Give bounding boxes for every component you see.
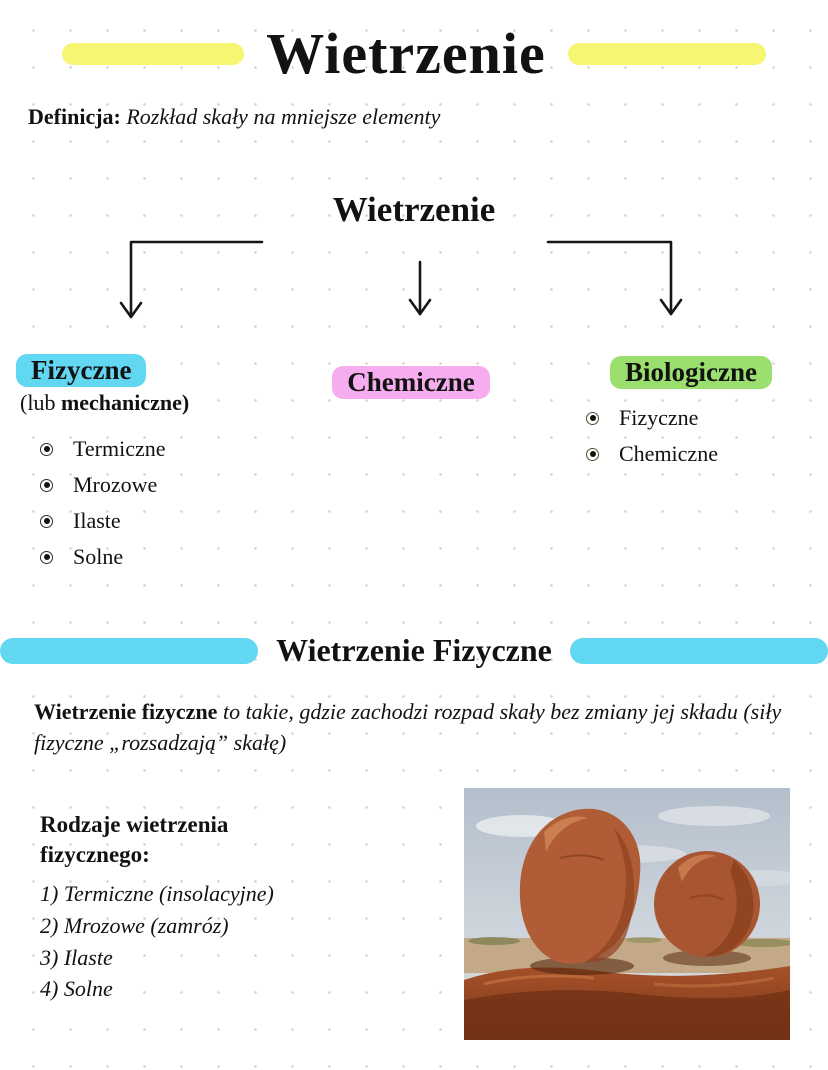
photo-boulders xyxy=(519,808,760,975)
list-item: Termiczne xyxy=(40,436,296,462)
list-item-label: Termiczne xyxy=(73,436,166,462)
list-item: Chemiczne xyxy=(586,441,816,467)
branch-fizyczne-subtitle: (lub mechaniczne) xyxy=(20,390,296,416)
lead-italic: to takie, gdzie zachodzi rozpad skały be… xyxy=(34,699,782,756)
branch-chemiczne: Chemiczne xyxy=(294,366,528,400)
fizyczne-list: Termiczne Mrozowe Ilaste Solne xyxy=(40,436,296,570)
bullet-icon xyxy=(40,478,53,492)
types-item: 2) Mrozowe (zamróz) xyxy=(40,912,229,938)
section-header: Wietrzenie Fizyczne xyxy=(0,632,828,669)
definition-line: Definicja: Rozkład skały na mniejsze ele… xyxy=(28,104,440,130)
list-item-label: Chemiczne xyxy=(619,441,718,467)
section-lead: Wietrzenie fizyczne to takie, gdzie zach… xyxy=(34,696,796,758)
subtitle-bold: mechaniczne) xyxy=(60,390,190,416)
bullet-icon xyxy=(586,411,599,425)
branch-biologiczne-label: Biologiczne xyxy=(610,356,772,390)
cyan-highlight-bar-right xyxy=(569,637,828,664)
biologiczne-list: Fizyczne Chemiczne xyxy=(586,405,816,467)
list-item-label: Mrozowe xyxy=(73,472,158,498)
list-item-label: Ilaste xyxy=(73,508,121,534)
types-item: 3) Ilaste xyxy=(40,944,113,970)
lead-bold: Wietrzenie fizyczne xyxy=(34,699,218,724)
photo-frame xyxy=(464,788,790,1040)
title-row: Wietrzenie xyxy=(0,21,828,86)
page-title: Wietrzenie xyxy=(266,21,546,86)
arrow-left-head xyxy=(119,301,143,319)
cyan-highlight-bar-left xyxy=(0,637,259,664)
types-item: 4) Solne xyxy=(40,976,113,1002)
definition-label: Definicja: xyxy=(28,104,121,129)
definition-text: Rozkład skały na mniejsze elementy xyxy=(120,104,441,129)
diagram-arrows xyxy=(119,240,683,319)
types-list: 1) Termiczne (insolacyjne) 2) Mrozowe (z… xyxy=(40,878,340,1006)
arrow-right-head xyxy=(659,298,683,316)
list-item: Solne xyxy=(40,544,296,570)
branch-biologiczne: Biologiczne Fizyczne Chemiczne xyxy=(566,356,816,477)
arrow-middle-head xyxy=(408,298,432,316)
list-item-label: Solne xyxy=(73,544,124,570)
types-heading: Rodzaje wietrzenia fizycznego: xyxy=(40,812,229,867)
branch-fizyczne-label: Fizyczne xyxy=(16,354,147,388)
balanced-rocks-photo xyxy=(464,788,790,1040)
diagram-root-label: Wietrzenie xyxy=(332,190,496,229)
section-title: Wietrzenie Fizyczne xyxy=(276,632,552,668)
list-item: Ilaste xyxy=(40,508,296,534)
types-block: Rodzaje wietrzenia fizycznego: 1) Termic… xyxy=(40,810,340,1005)
branch-chemiczne-label: Chemiczne xyxy=(332,366,490,400)
list-item: Mrozowe xyxy=(40,472,296,498)
subtitle-prefix: (lub xyxy=(20,390,61,416)
types-item: 1) Termiczne (insolacyjne) xyxy=(40,880,274,906)
branch-fizyczne: Fizyczne (lub mechaniczne) Termiczne Mro… xyxy=(16,354,296,580)
yellow-highlight-bar-right xyxy=(567,43,766,66)
bullet-icon xyxy=(40,442,53,456)
arrow-left-line xyxy=(129,240,264,318)
list-item-label: Fizyczne xyxy=(619,405,699,431)
bullet-icon xyxy=(40,514,53,528)
list-item: Fizyczne xyxy=(586,405,816,431)
bullet-icon xyxy=(40,550,53,564)
arrow-right-line xyxy=(546,240,673,316)
bullet-icon xyxy=(586,447,599,461)
yellow-highlight-bar-left xyxy=(62,43,245,66)
photo-rock-ledge xyxy=(464,966,790,1040)
